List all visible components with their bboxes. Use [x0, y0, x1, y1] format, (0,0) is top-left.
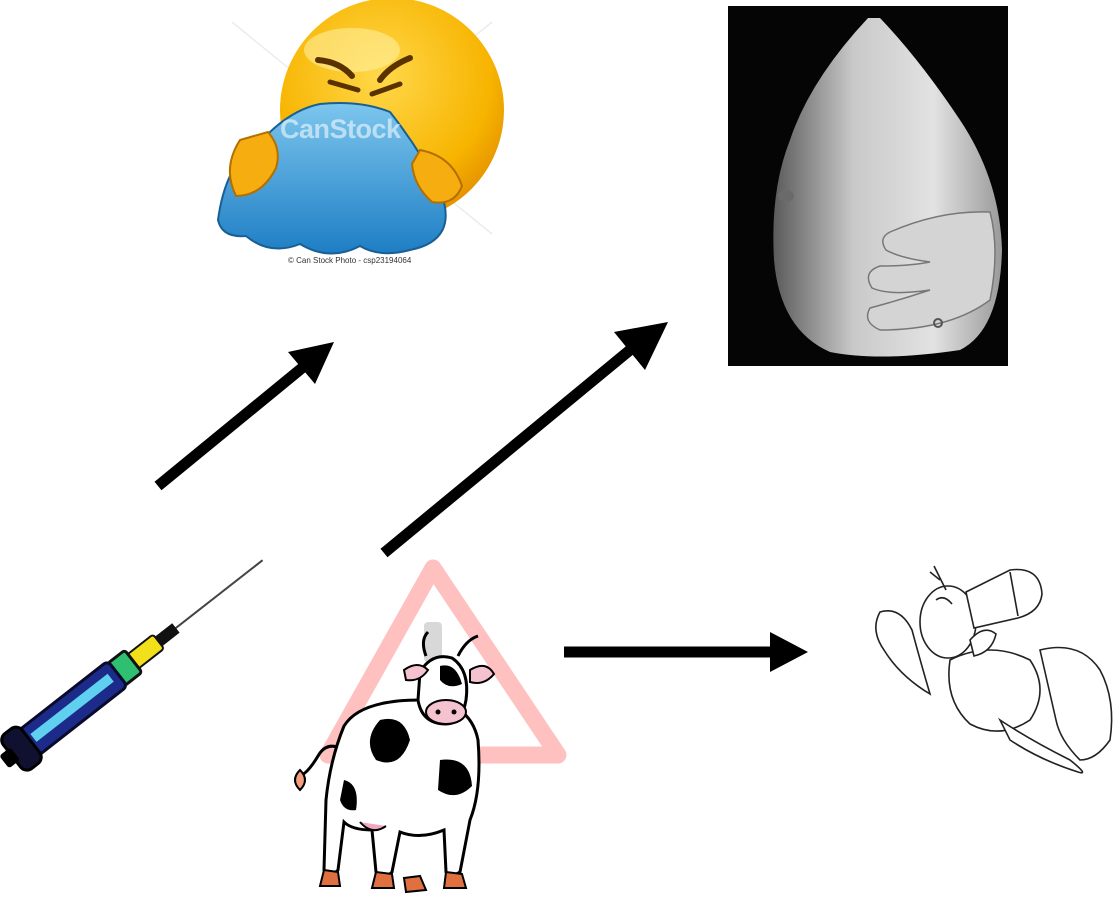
baby-with-bottle-icon	[0, 0, 1119, 906]
